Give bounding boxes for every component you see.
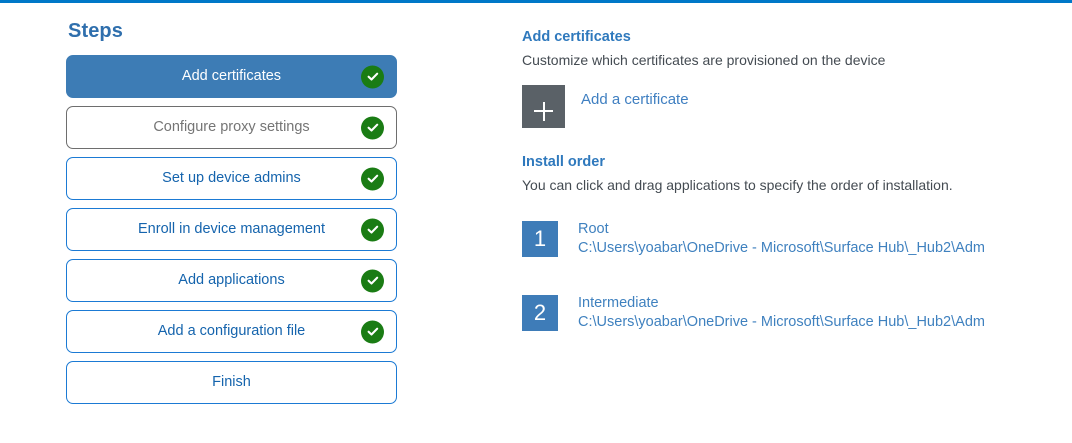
install-order-path: C:\Users\yoabar\OneDrive - Microsoft\Sur…	[578, 240, 985, 257]
detail-panel: Add certificates Customize which certifi…	[522, 29, 1042, 368]
check-circle-icon	[361, 167, 384, 190]
install-order-number-badge: 2	[522, 294, 558, 331]
step-label: Finish	[212, 374, 251, 391]
add-certificates-heading: Add certificates	[522, 29, 631, 45]
step-button-add-applications[interactable]: Add applications	[66, 259, 397, 302]
add-a-certificate-label: Add a certificate	[581, 91, 689, 109]
check-circle-icon	[361, 116, 384, 139]
top-accent-rule	[0, 0, 1072, 3]
install-order-number-badge: 1	[522, 220, 558, 257]
install-order-name: Root	[578, 220, 609, 237]
step-button-configure-proxy-settings[interactable]: Configure proxy settings	[66, 106, 397, 149]
check-circle-icon	[361, 218, 384, 241]
step-label: Enroll in device management	[138, 221, 325, 238]
install-order-heading: Install order	[522, 154, 605, 171]
steps-heading: Steps	[68, 20, 123, 42]
step-label: Add certificates	[181, 68, 282, 85]
step-label: Add a configuration file	[157, 323, 306, 340]
check-circle-icon	[361, 320, 384, 343]
plus-icon-vertical-bar	[542, 101, 545, 121]
add-certificates-description: Customize which certificates are provisi…	[522, 51, 886, 68]
step-label: Configure proxy settings	[153, 119, 310, 136]
step-label: Add applications	[178, 272, 285, 289]
step-button-enroll-in-device-management[interactable]: Enroll in device management	[66, 208, 397, 251]
step-button-set-up-device-admins[interactable]: Set up device admins	[66, 157, 397, 200]
install-order-description: You can click and drag applications to s…	[522, 177, 953, 194]
add-certificates-section: Add certificates Customize which certifi…	[522, 29, 1042, 129]
install-order-name: Intermediate	[578, 294, 659, 311]
step-button-finish[interactable]: Finish	[66, 361, 397, 404]
add-a-certificate-button[interactable]: Add a certificate	[522, 85, 742, 129]
install-order-section: Install order You can click and drag app…	[522, 154, 1042, 332]
check-circle-icon	[361, 269, 384, 292]
step-button-add-certificates[interactable]: Add certificates	[66, 55, 397, 98]
step-button-add-a-configuration-file[interactable]: Add a configuration file	[66, 310, 397, 353]
install-order-path: C:\Users\yoabar\OneDrive - Microsoft\Sur…	[578, 313, 985, 330]
plus-icon[interactable]	[522, 85, 565, 129]
check-circle-icon	[361, 65, 384, 88]
step-label: Set up device admins	[162, 170, 301, 187]
